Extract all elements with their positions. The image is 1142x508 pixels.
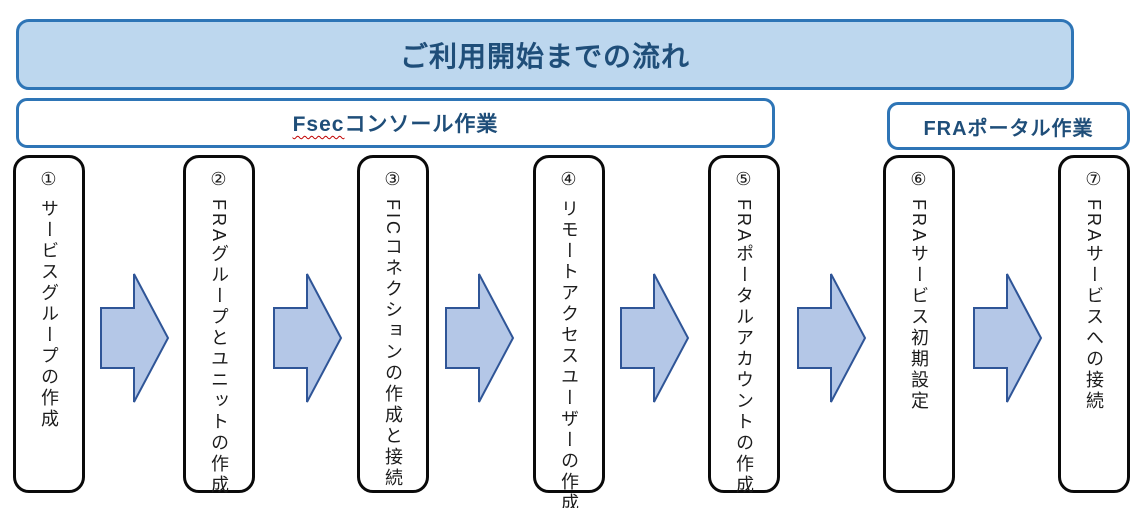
step-label: リモートアクセスユーザーの作成 bbox=[559, 199, 579, 508]
step-box-1: ① サービスグループの作成 bbox=[13, 155, 85, 493]
step-number: ③ bbox=[383, 169, 403, 193]
right-block-arrow-icon bbox=[273, 272, 343, 404]
step-number: ⑤ bbox=[734, 169, 754, 193]
step-label: FRAサービスへの接続 bbox=[1084, 199, 1104, 412]
step-text: ⑦ FRAサービスへの接続 bbox=[1084, 169, 1104, 490]
step-text: ① サービスグループの作成 bbox=[39, 169, 59, 490]
step-label: FRAサービス初期設定 bbox=[909, 199, 929, 412]
step-box-7: ⑦ FRAサービスへの接続 bbox=[1058, 155, 1130, 493]
right-block-arrow-icon bbox=[973, 272, 1043, 404]
step-number: ⑥ bbox=[909, 169, 929, 193]
step-text: ② FRAグループとユニットの作成 bbox=[209, 169, 229, 496]
section-header-fra-label: FRAポータル作業 bbox=[923, 117, 1094, 140]
right-block-arrow-icon bbox=[445, 272, 515, 404]
step-label: FICコネクションの作成と接続 bbox=[383, 199, 403, 489]
step-label: FRAグループとユニットの作成 bbox=[209, 199, 229, 496]
step-box-6: ⑥ FRAサービス初期設定 bbox=[883, 155, 955, 493]
step-box-5: ⑤ FRAポータルアカウントの作成 bbox=[708, 155, 780, 496]
step-label: FRAポータルアカウントの作成 bbox=[734, 199, 754, 496]
step-label: サービスグループの作成 bbox=[39, 199, 59, 430]
right-block-arrow-icon bbox=[620, 272, 690, 404]
step-text: ⑤ FRAポータルアカウントの作成 bbox=[734, 169, 754, 496]
fsec-rest-text: コンソール作業 bbox=[344, 113, 499, 136]
step-text: ③ FICコネクションの作成と接続 bbox=[383, 169, 403, 490]
step-text: ⑥ FRAサービス初期設定 bbox=[909, 169, 929, 490]
section-header-fsec-label: Fsecコンソール作業 bbox=[293, 108, 499, 138]
page-title: ご利用開始までの流れ bbox=[16, 19, 1074, 90]
section-header-fra: FRAポータル作業 bbox=[887, 102, 1130, 150]
right-block-arrow-icon bbox=[100, 272, 170, 404]
step-box-2: ② FRAグループとユニットの作成 bbox=[183, 155, 255, 496]
step-box-3: ③ FICコネクションの作成と接続 bbox=[357, 155, 429, 493]
step-number: ④ bbox=[559, 169, 579, 193]
section-header-fsec: Fsecコンソール作業 bbox=[16, 98, 775, 148]
page-title-text: ご利用開始までの流れ bbox=[399, 40, 690, 72]
step-number: ⑦ bbox=[1084, 169, 1104, 193]
step-number: ② bbox=[209, 169, 229, 193]
step-text: ④ リモートアクセスユーザーの作成 bbox=[559, 169, 579, 508]
right-block-arrow-icon bbox=[797, 272, 867, 404]
step-box-4: ④ リモートアクセスユーザーの作成 bbox=[533, 155, 605, 508]
step-number: ① bbox=[39, 169, 59, 193]
fsec-highlight-text: Fsec bbox=[292, 113, 345, 136]
